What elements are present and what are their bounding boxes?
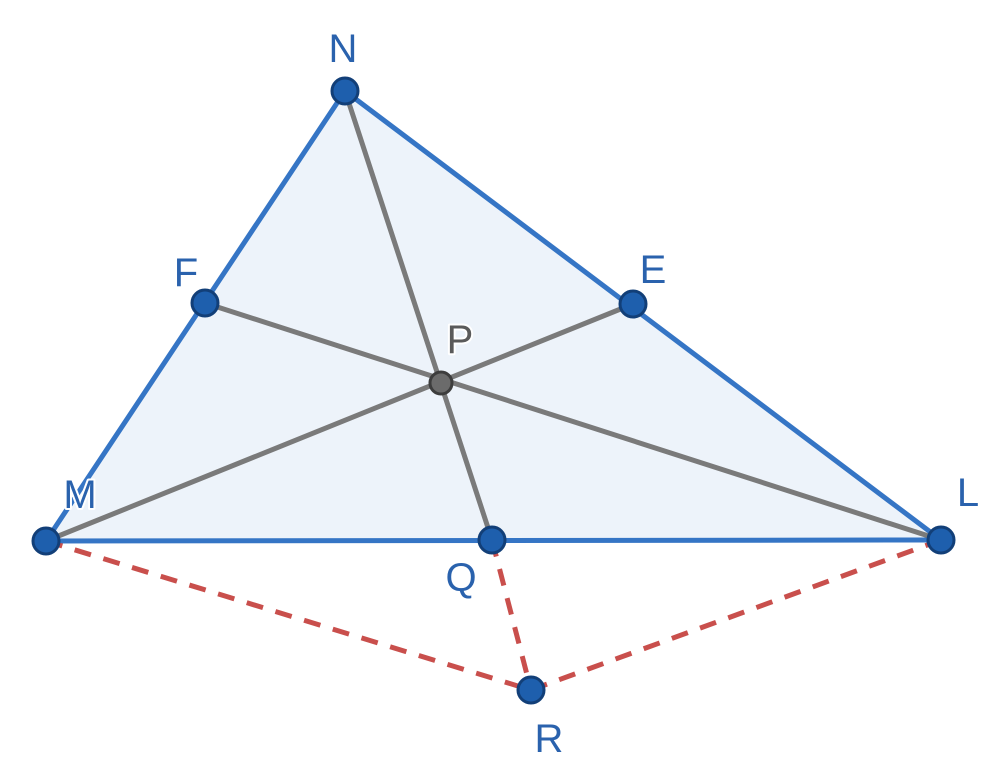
point-Q[interactable] xyxy=(477,525,507,555)
segment-NQ-median[interactable] xyxy=(342,88,495,543)
label-P: P xyxy=(447,318,474,362)
segment-MR-dashed[interactable] xyxy=(45,538,532,693)
point-L[interactable] xyxy=(926,525,956,555)
label-M: M xyxy=(63,473,96,517)
label-E: E xyxy=(640,248,667,292)
point-P[interactable] xyxy=(428,370,454,396)
point-R[interactable] xyxy=(516,675,546,705)
segment-NL-triangle-side[interactable] xyxy=(342,88,944,543)
label-Q: Q xyxy=(445,556,476,600)
segment-ME-median[interactable] xyxy=(43,301,636,544)
segment-MN-triangle-side[interactable] xyxy=(43,88,348,544)
point-F[interactable] xyxy=(190,288,220,318)
label-F: F xyxy=(174,251,198,295)
point-N[interactable] xyxy=(330,76,360,106)
triangle-MNL-fill[interactable] xyxy=(46,91,941,541)
label-R: R xyxy=(535,717,564,761)
label-N: N xyxy=(329,27,358,71)
segment-QR-dashed[interactable] xyxy=(489,539,534,691)
segment-RL-dashed[interactable] xyxy=(530,537,942,693)
segment-FL-median[interactable] xyxy=(202,300,944,543)
point-M[interactable] xyxy=(31,526,61,556)
point-E[interactable] xyxy=(618,289,648,319)
label-L: L xyxy=(957,471,979,515)
